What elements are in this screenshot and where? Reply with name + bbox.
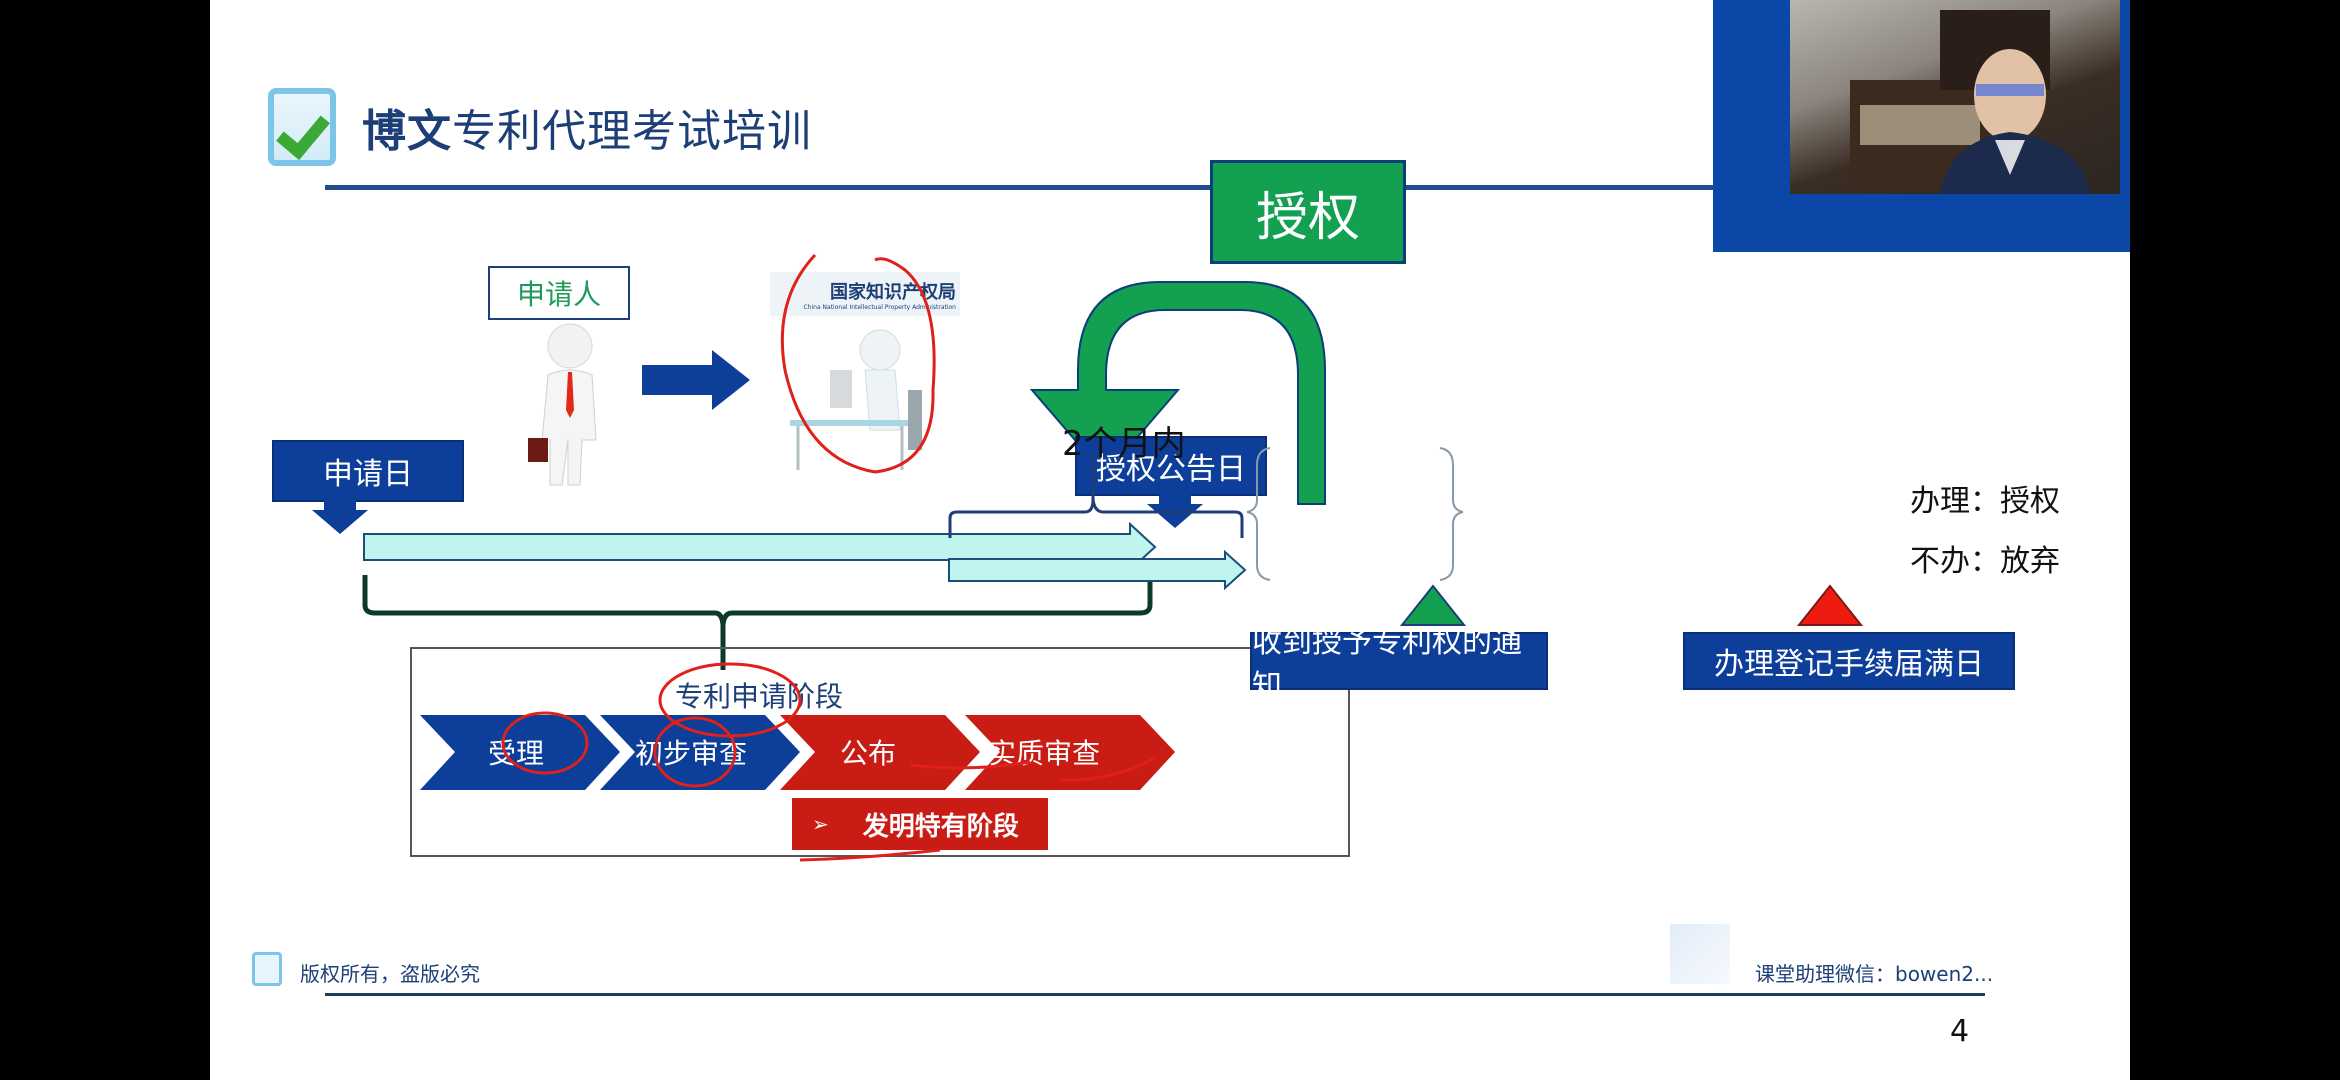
grant-announcement-box: 授权公告日: [1075, 436, 1267, 496]
within-period-label: 2个月内: [1062, 424, 1186, 464]
red-annotations: [501, 662, 1156, 862]
down-arrow-icon: [312, 500, 368, 534]
stage-chevron-1: [420, 715, 620, 790]
slide-title: 博文专利代理考试培训: [362, 95, 812, 159]
timeline-arrow-secondary: [948, 550, 1247, 590]
checkmark-logo-icon: [268, 88, 336, 166]
stage-label-publication: 公布: [840, 737, 897, 770]
header-divider: [325, 185, 1725, 190]
stage-title: 专利申请阶段: [675, 680, 844, 713]
applicant-label: 申请人: [488, 266, 630, 320]
option-handle-grant: 办理：授权: [1910, 484, 2060, 519]
applicant-figure-icon: [528, 323, 597, 486]
examiner-figure-icon: [790, 329, 922, 470]
contact-text: 课堂助理微信：bowen2...: [1755, 962, 1994, 986]
period-brace: [948, 452, 1244, 538]
cnipa-subname: China National Intellectual Property Adm…: [803, 303, 956, 311]
brand-rest: 专利代理考试培训: [452, 106, 812, 157]
notice-received-box: 收到授予专利权的通知: [1250, 625, 1548, 704]
options-braces: [1246, 447, 1464, 581]
stage-chevron-3: [780, 715, 980, 790]
brand-bold: 博文: [362, 106, 452, 157]
application-date-box: 申请日: [272, 440, 464, 502]
red-triangle-marker-icon: [1796, 584, 1864, 626]
copyright-text: 版权所有，盗版必究: [300, 962, 480, 986]
registration-deadline-box: 办理登记手续届满日: [1683, 632, 2015, 690]
invention-only-box: ➢ 发明特有阶段: [792, 798, 1048, 850]
red-annotation-circle: [780, 253, 936, 474]
slide-header: 博文专利代理考试培训: [268, 82, 812, 172]
grant-box: 授权: [1210, 160, 1406, 264]
invention-only-label: 发明特有阶段: [862, 811, 1019, 842]
green-triangle-marker-icon: [1399, 584, 1467, 626]
option-abandon: 不办：放弃: [1910, 544, 2060, 579]
page-number: 4: [1950, 1014, 1970, 1049]
footer-logo-icon: [252, 952, 282, 986]
footer-divider: [325, 993, 1985, 996]
bullet-arrow-icon: ➢: [812, 812, 829, 836]
presenter-video-icon: [1790, 0, 2120, 194]
watermark-icon: [1670, 924, 1730, 984]
stage-chevrons: [420, 715, 1175, 790]
slide: 博文专利代理考试培训 申请人 国家知识产权局 China National In…: [210, 0, 2130, 1080]
timeline-brace: [362, 575, 1153, 670]
arrow-right-icon: [642, 350, 750, 410]
